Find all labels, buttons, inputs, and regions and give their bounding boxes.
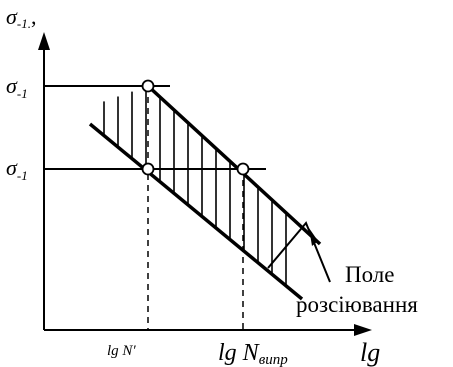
scatter-band-hatching [103, 86, 287, 286]
annotation-pointer [267, 221, 331, 283]
lower-level-label: σ-1 [6, 155, 28, 183]
y-axis-label: σ-1., [6, 4, 36, 31]
x-axis-label: lg [360, 338, 380, 367]
lower-right-intersection-marker [236, 162, 250, 176]
y-axis-arrow [38, 32, 50, 50]
annotation-line-2: розсіювання [296, 292, 418, 317]
annotation-line-1: Поле [345, 262, 395, 287]
tick-label-n-main: lg Nвипр [218, 340, 288, 367]
lower-left-intersection-marker [141, 162, 155, 176]
annotation-pointer-tip [309, 228, 318, 246]
upper-level-label: σ-1 [6, 73, 28, 101]
lower-boundary-line [88, 122, 304, 301]
tick-label-n-prime: lg N′ [107, 343, 136, 359]
upper-intersection-marker [141, 79, 155, 93]
x-axis-arrow [354, 324, 372, 336]
upper-boundary-line [146, 84, 322, 246]
